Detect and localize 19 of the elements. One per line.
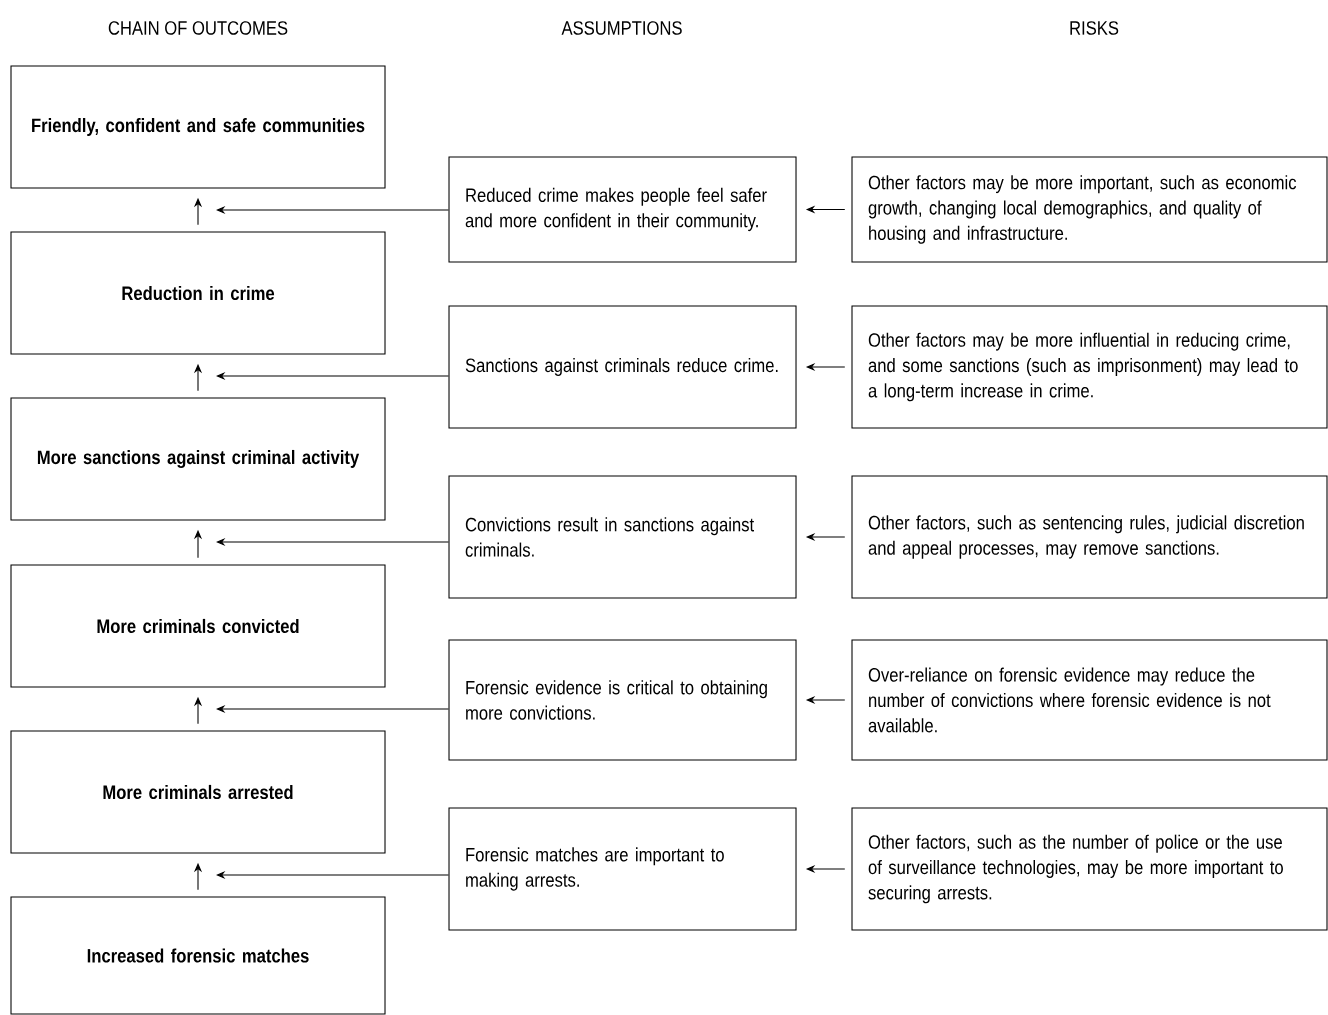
column-heading: ASSUMPTIONS [561,21,682,35]
risk-box: Other factors may be more important, such as economic growth, changing local demographics, and quality of housing and infrastructure. [851,156,1328,263]
outcome-box: Friendly, confident and safe communities [10,65,386,189]
outcome-box: More sanctions against criminal activity [10,397,386,521]
assumption-box: Reduced crime makes people feel safer and more confident in their community. [448,156,797,263]
risk-box: Other factors, such as sentencing rules, judicial discretion and appeal processes, may remove sanctions. [851,475,1328,599]
risk-box: Other factors may be more influential in reducing crime, and some sanctions (such as imprisonment) may lead to a long-term increase in crime. [851,305,1328,429]
column-heading: CHAIN OF OUTCOMES [108,21,288,35]
outcome-box: More criminals convicted [10,564,386,688]
column-heading: RISKS [1070,21,1119,35]
risk-box: Other factors, such as the number of police or the use of surveillance technologies, may be more important to securing arrests. [851,807,1328,931]
risk-box: Over-reliance on forensic evidence may reduce the number of convictions where forensic evidence is not available. [851,639,1328,761]
outcome-box: Reduction in crime [10,231,386,355]
assumption-box: Sanctions against criminals reduce crime. [448,305,797,429]
outcome-box: Increased forensic matches [10,896,386,1015]
assumption-box: Convictions result in sanctions against criminals. [448,475,797,599]
assumption-box: Forensic evidence is critical to obtaining more convictions. [448,639,797,761]
assumption-box: Forensic matches are important to making arrests. [448,807,797,931]
outcome-box: More criminals arrested [10,730,386,854]
